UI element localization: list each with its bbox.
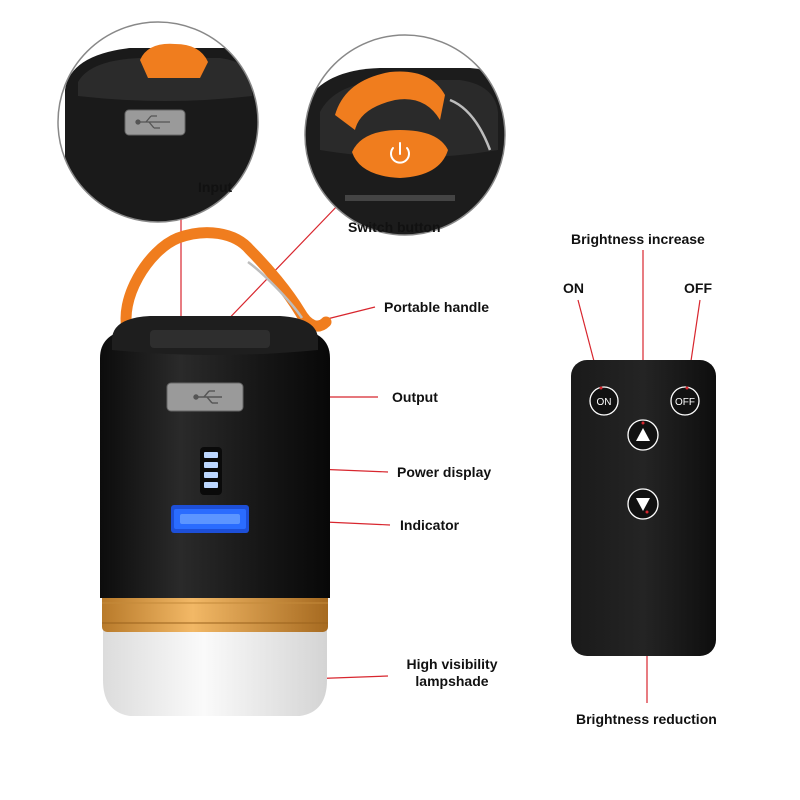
label-brightness-reduction: Brightness reduction	[576, 711, 717, 727]
up-arrow-icon	[636, 428, 650, 441]
switch-handle	[335, 71, 445, 130]
callout-dots	[599, 386, 689, 514]
label-output: Output	[392, 389, 438, 405]
usb-icon	[193, 390, 222, 404]
callout-line-switch	[217, 202, 341, 331]
label-brightness-increase: Brightness increase	[571, 231, 705, 247]
label-input: Input	[198, 179, 233, 195]
indicator-light	[171, 505, 249, 533]
zoom-switch	[304, 34, 506, 236]
brightness-up-button[interactable]	[627, 419, 659, 451]
input-handle-base	[140, 43, 208, 78]
down-arrow-icon	[636, 498, 650, 511]
label-off: OFF	[684, 280, 712, 296]
lantern	[100, 227, 332, 716]
label-indicator: Indicator	[400, 517, 460, 533]
gold-ring	[102, 592, 328, 632]
usb-icon	[135, 115, 170, 129]
label-lampshade-line2: lampshade	[415, 673, 489, 689]
on-button[interactable]: ON	[589, 386, 619, 416]
off-button-label: OFF	[675, 397, 695, 408]
label-on: ON	[563, 280, 584, 296]
on-button-label: ON	[597, 397, 612, 408]
zoom-input	[57, 21, 259, 223]
label-power-display: Power display	[397, 464, 492, 480]
portable-handle	[120, 227, 332, 338]
remote-control: ON OFF	[571, 360, 716, 656]
label-lampshade-line1: High visibility	[406, 656, 498, 672]
off-button[interactable]: OFF	[670, 386, 700, 416]
label-lampshade: High visibility lampshade	[392, 656, 512, 690]
power-display	[200, 447, 222, 495]
power-icon	[390, 142, 410, 164]
brightness-down-button[interactable]	[627, 488, 659, 520]
label-portable-handle: Portable handle	[384, 299, 490, 315]
handle-clip	[247, 260, 304, 319]
label-switch-button: Switch button	[348, 219, 441, 235]
lampshade	[103, 625, 327, 716]
